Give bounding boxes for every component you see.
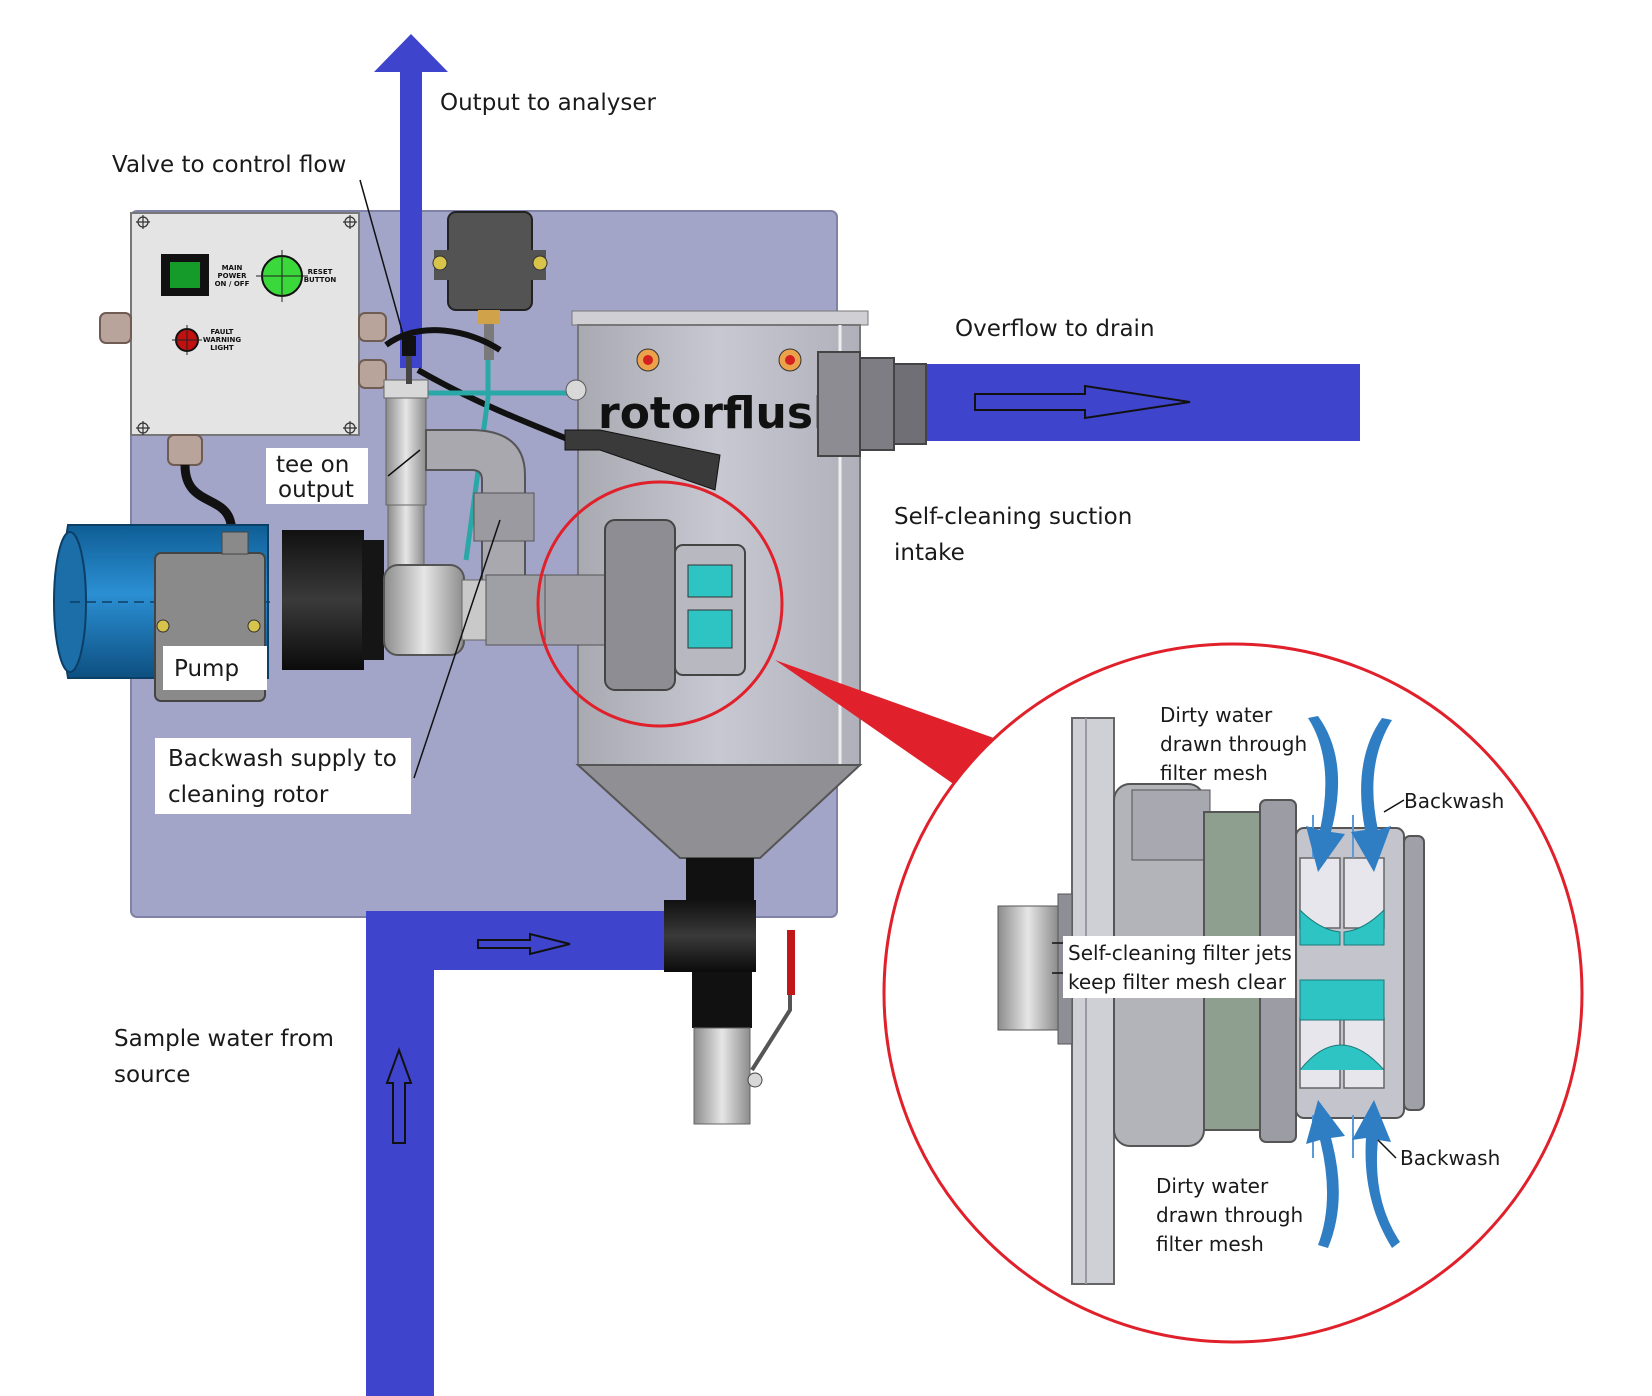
- label-sample-water-2: source: [114, 1062, 190, 1088]
- detail-jets-1: Self-cleaning filter jets: [1068, 941, 1292, 965]
- main-power-label-1: MAIN: [222, 264, 243, 272]
- label-output-to-analyser: Output to analyser: [440, 90, 657, 116]
- dirty-water-arrows: [1306, 716, 1400, 1248]
- label-tee-on-output-2: output: [278, 477, 354, 503]
- detail-backwash-bottom: Backwash: [1400, 1146, 1500, 1170]
- label-sample-water-1: Sample water from: [114, 1026, 334, 1052]
- fault-label-2: WARNING: [203, 336, 242, 344]
- label-tee-on-output-1: tee on: [276, 452, 349, 478]
- fault-label-3: LIGHT: [210, 344, 234, 352]
- filter-highlight-circle: [536, 480, 784, 728]
- inlet-vertical-arrow-icon: [385, 1047, 413, 1144]
- reset-label-2: BUTTON: [304, 276, 337, 284]
- detail-jets-2: keep filter mesh clear: [1068, 970, 1287, 994]
- backwash-supply-tube: [404, 360, 574, 561]
- inflow-arrow-icon: [1306, 1100, 1345, 1248]
- rotorflush-tank: rotorflush: [544, 310, 927, 1125]
- detail-dirty-top-3: filter mesh: [1160, 761, 1268, 785]
- detail-dirty-top-2: drawn through: [1160, 732, 1307, 756]
- callout-wedge: [775, 660, 1005, 792]
- output-flow-pipe: [374, 34, 448, 368]
- label-backwash-supply-2: cleaning rotor: [168, 782, 329, 808]
- detail-dirty-bottom-1: Dirty water: [1156, 1174, 1269, 1198]
- inflow-arrow-icon: [1351, 718, 1392, 872]
- label-self-cleaning-intake-1: Self-cleaning suction: [894, 504, 1132, 530]
- label-valve-to-control-flow: Valve to control flow: [112, 152, 346, 178]
- fault-label-1: FAULT: [211, 328, 234, 336]
- label-pump: Pump: [174, 656, 239, 682]
- leader-lines: [359, 179, 1405, 1159]
- detail-backwash-top: Backwash: [1404, 789, 1504, 813]
- control-box: MAIN POWER ON / OFF RESET BUTTON FAULT W…: [99, 212, 387, 466]
- label-backwash-supply-1: Backwash supply to: [168, 746, 397, 772]
- inlet-horizontal-arrow-icon: [477, 932, 571, 956]
- reset-label-1: RESET: [308, 268, 333, 276]
- main-power-label-2: POWER: [218, 272, 248, 280]
- overflow-arrow-icon: [974, 384, 1191, 420]
- label-overflow-to-drain: Overflow to drain: [955, 316, 1155, 342]
- detail-dirty-bottom-3: filter mesh: [1156, 1232, 1264, 1256]
- detail-dirty-bottom-2: drawn through: [1156, 1203, 1303, 1227]
- sensor-junction-box: [432, 211, 548, 360]
- inflow-arrow-icon: [1306, 716, 1345, 872]
- inlet-flow-pipe: [366, 911, 666, 1396]
- main-power-label-3: ON / OFF: [215, 280, 250, 288]
- detail-dirty-top-1: Dirty water: [1160, 703, 1273, 727]
- brand-logo: rotorflush: [598, 388, 844, 439]
- label-self-cleaning-intake-2: intake: [894, 540, 965, 566]
- inflow-arrow-icon: [1352, 1100, 1400, 1248]
- pump-assembly: [53, 524, 547, 702]
